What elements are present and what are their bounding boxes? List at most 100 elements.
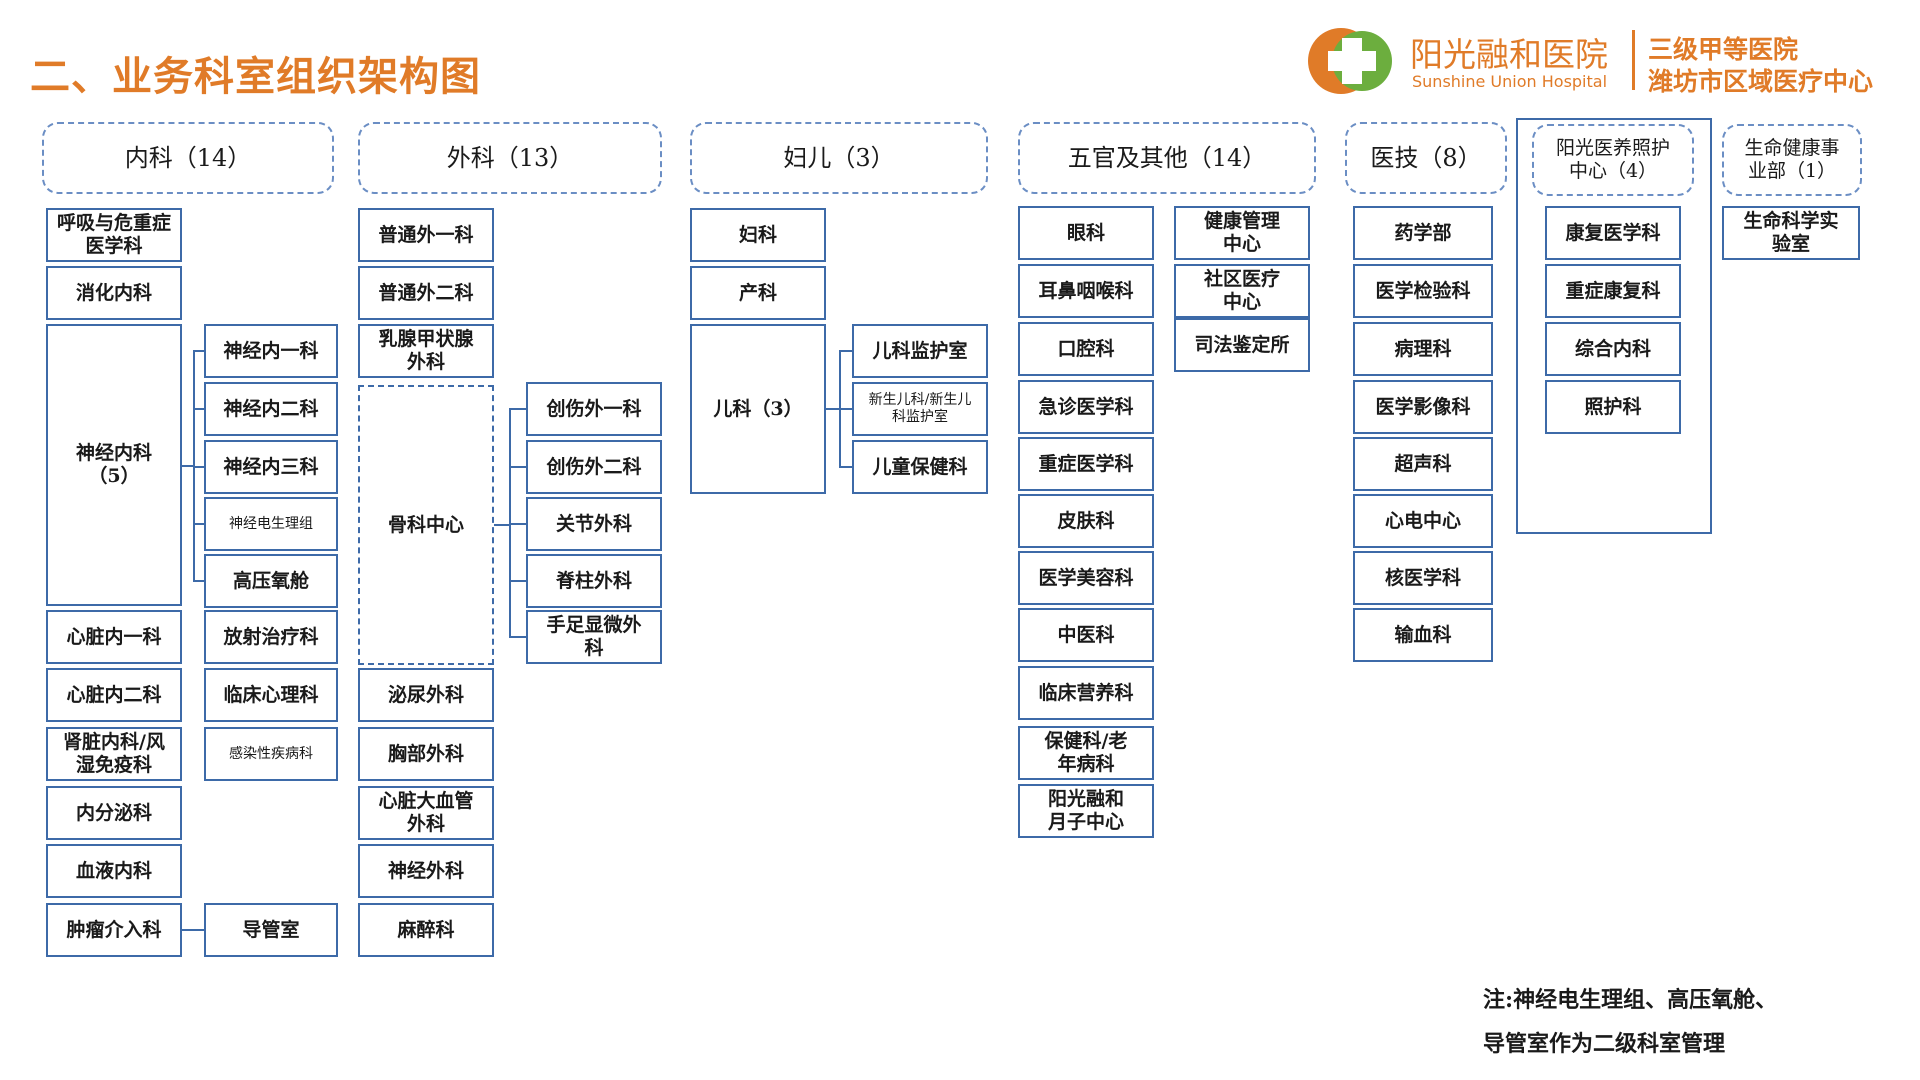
- dept-box: 神经外科: [358, 844, 494, 898]
- dept-box: 医学检验科: [1353, 264, 1493, 318]
- connector-line: [509, 636, 526, 638]
- logo-name-cn: 阳光融和医院: [1410, 35, 1608, 74]
- dept-box: 生命科学实验室: [1722, 206, 1860, 260]
- dept-box: 临床营养科: [1018, 666, 1154, 720]
- dept-box: 呼吸与危重症医学科: [46, 208, 182, 262]
- dept-box: 照护科: [1545, 380, 1681, 434]
- dept-box: 儿童保健科: [852, 440, 988, 494]
- dept-box: 肿瘤介入科: [46, 903, 182, 957]
- dept-box: 骨科中心: [358, 385, 494, 665]
- header-yangguang: 阳光医养照护中心（4）: [1532, 124, 1694, 196]
- dept-box: 社区医疗中心: [1174, 264, 1310, 318]
- dept-box: 消化内科: [46, 266, 182, 320]
- dept-box: 肾脏内科/风湿免疫科: [46, 727, 182, 781]
- dept-box: 皮肤科: [1018, 494, 1154, 548]
- footnote-line-2: 导管室作为二级科室管理: [1483, 1031, 1726, 1057]
- header-shengming: 生命健康事业部（1）: [1722, 124, 1862, 196]
- hospital-logo: 阳光融和医院 Sunshine Union Hospital 三级甲等医院 潍坊…: [1306, 22, 1906, 102]
- dept-box: 血液内科: [46, 844, 182, 898]
- dept-box: 脊柱外科: [526, 554, 662, 608]
- connector-line: [182, 465, 194, 467]
- connector-line: [839, 408, 852, 410]
- header-waike: 外科（13）: [358, 122, 662, 194]
- header-neike: 内科（14）: [42, 122, 334, 194]
- header-fuer: 妇儿（3）: [690, 122, 988, 194]
- dept-box: 放射治疗科: [204, 610, 338, 664]
- dept-box: 病理科: [1353, 322, 1493, 376]
- connector-line: [193, 408, 204, 410]
- dept-box: 神经内一科: [204, 324, 338, 378]
- dept-box: 手足显微外科: [526, 610, 662, 664]
- dept-box: 儿科监护室: [852, 324, 988, 378]
- dept-box: 心脏大血管外科: [358, 786, 494, 840]
- dept-box: 心电中心: [1353, 494, 1493, 548]
- dept-box: 药学部: [1353, 206, 1493, 260]
- dept-box: 妇科: [690, 208, 826, 262]
- dept-box: 创伤外二科: [526, 440, 662, 494]
- page-title: 二、业务科室组织架构图: [30, 54, 481, 100]
- dept-box: 神经内二科: [204, 382, 338, 436]
- logo-name-en: Sunshine Union Hospital: [1412, 72, 1608, 91]
- dept-box: 眼科: [1018, 206, 1154, 260]
- dept-box: 普通外二科: [358, 266, 494, 320]
- connector-line: [839, 350, 852, 352]
- footnote-line-1: 注:神经电生理组、高压氧舱、: [1483, 987, 1778, 1013]
- connector-line: [826, 408, 840, 410]
- dept-box: 产科: [690, 266, 826, 320]
- dept-box: 输血科: [1353, 608, 1493, 662]
- dept-box: 健康管理中心: [1174, 206, 1310, 260]
- header-wuguan: 五官及其他（14）: [1018, 122, 1316, 194]
- dept-box: 超声科: [1353, 437, 1493, 491]
- dept-box: 泌尿外科: [358, 668, 494, 722]
- dept-box: 乳腺甲状腺外科: [358, 324, 494, 378]
- connector-line: [193, 350, 204, 352]
- dept-box: 司法鉴定所: [1174, 318, 1310, 372]
- header-yiji: 医技（8）: [1345, 122, 1507, 194]
- dept-box: 创伤外一科: [526, 382, 662, 436]
- dept-box: 耳鼻咽喉科: [1018, 264, 1154, 318]
- dept-box: 内分泌科: [46, 786, 182, 840]
- dept-box: 感染性疾病科: [204, 727, 338, 781]
- dept-box: 口腔科: [1018, 322, 1154, 376]
- dept-box: 心脏内二科: [46, 668, 182, 722]
- logo-tagline-2: 潍坊市区域医疗中心: [1648, 67, 1874, 96]
- logo-divider: [1632, 30, 1635, 90]
- dept-box: 儿科（3）: [690, 324, 826, 494]
- dept-box: 心脏内一科: [46, 610, 182, 664]
- dept-box: 临床心理科: [204, 668, 338, 722]
- dept-box: 中医科: [1018, 608, 1154, 662]
- connector-line: [509, 523, 526, 525]
- dept-box: 普通外一科: [358, 208, 494, 262]
- connector-line: [839, 466, 852, 468]
- dept-box: 阳光融和月子中心: [1018, 784, 1154, 838]
- connector-line: [509, 580, 526, 582]
- dept-box: 综合内科: [1545, 322, 1681, 376]
- dept-box: 神经内科（5）: [46, 324, 182, 606]
- dept-box: 麻醉科: [358, 903, 494, 957]
- connector-line: [193, 523, 204, 525]
- dept-box: 高压氧舱: [204, 554, 338, 608]
- connector-line: [509, 466, 526, 468]
- dept-box: 医学美容科: [1018, 551, 1154, 605]
- cross-logo-icon: [1308, 28, 1392, 94]
- dept-box: 医学影像科: [1353, 380, 1493, 434]
- dept-box: 重症康复科: [1545, 264, 1681, 318]
- connector-line: [494, 524, 510, 526]
- dept-box: 胸部外科: [358, 727, 494, 781]
- logo-tagline-1: 三级甲等医院: [1648, 35, 1799, 64]
- dept-box: 神经内三科: [204, 440, 338, 494]
- connector-line: [193, 580, 204, 582]
- connector-line: [182, 929, 204, 931]
- yangguang-frame: [1516, 118, 1712, 534]
- dept-box: 核医学科: [1353, 551, 1493, 605]
- dept-box: 康复医学科: [1545, 206, 1681, 260]
- dept-box: 保健科/老年病科: [1018, 726, 1154, 780]
- dept-box: 关节外科: [526, 497, 662, 551]
- connector-line: [509, 408, 526, 410]
- dept-box: 急诊医学科: [1018, 380, 1154, 434]
- dept-box: 导管室: [204, 903, 338, 957]
- dept-box: 神经电生理组: [204, 497, 338, 551]
- dept-box: 重症医学科: [1018, 437, 1154, 491]
- dept-box: 新生儿科/新生儿科监护室: [852, 382, 988, 436]
- connector-line: [193, 466, 204, 468]
